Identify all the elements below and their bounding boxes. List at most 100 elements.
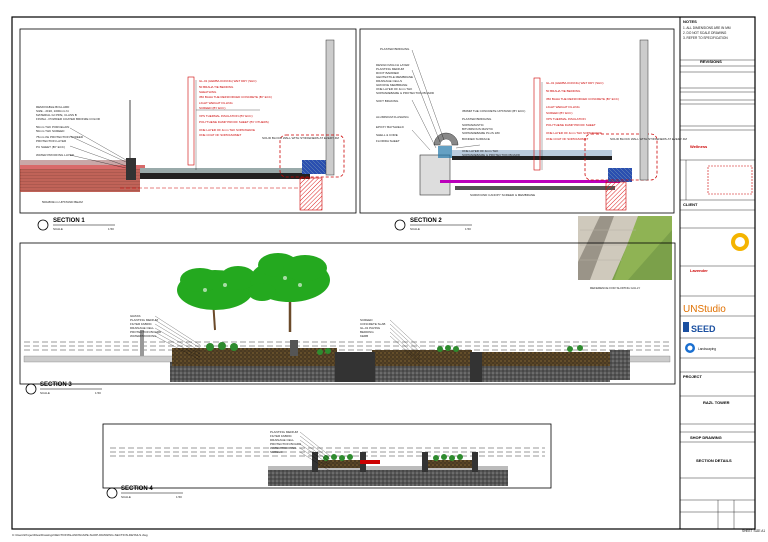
s2-note-0: PLASTER BRIDGING (380, 47, 410, 51)
s2-note-3: ROOT BARRIER (376, 71, 400, 75)
seed-logo-icon (683, 322, 689, 332)
section-3-title: SECTION 3 (40, 382, 72, 388)
tb-revision-head: REVISIONS (700, 59, 722, 64)
s3-note-0: GRASS (130, 314, 141, 318)
s1-callout-text: SOLID BLOCK WALL WITH STIFFENERS AT EVER… (262, 136, 339, 140)
s2-rnote-2: 350 BAHA THE REINFORCED CONCRETE (BY ECC… (546, 97, 619, 101)
tb-company-a: Wellness (690, 144, 708, 149)
s2-rnote-4: SCREED (BY ECC) (546, 111, 572, 115)
s1-note-0: REMOVABLE BOLLARD (36, 105, 70, 109)
section-2-callout-cloud (584, 133, 658, 181)
section-2-scale: 1:50 (465, 227, 471, 231)
s3-note-8: GL-01 PAVING (360, 326, 381, 330)
s2-note-8: SOPRAREBAME & PROTECTION BOARD (376, 91, 435, 95)
s1-rnote-8: ONE LAYER OF 4mm THK SOPRAWAVE (199, 128, 255, 132)
s4-note-4: WATERPROOFING (270, 446, 297, 450)
reference-photo: REFERENCE FOR SLOPING GULLY (578, 216, 672, 290)
tb-notes-head: NOTES (683, 19, 697, 24)
s2-mid-4: SOPRAREBAME PLUS 180 (462, 131, 500, 135)
s1-rnote-2: SHEATHING (199, 90, 217, 94)
s1-rnote-3: 350 BAHA THE REINFORCED CONCRETE (BY ECC… (199, 95, 272, 99)
section-3-marker (25, 383, 37, 395)
s2-note-5: DRAINAGE CELLS (376, 79, 402, 83)
s2-mid-3: BITUMINOUS MASTIC (462, 127, 494, 131)
s1-rnote-0: GL-01 (HERB/LOCKING) WET DRY (SHC) (199, 79, 257, 83)
s2-bottom-note: SURROUND CANOPY SCREED & MEMBRANE (470, 193, 535, 197)
s2-rnote-0: GL-01 (HERB/LOCKING) WET DRY (SHC) (546, 81, 604, 85)
s3-note-3: DRAINAGE CELL (130, 326, 154, 330)
s1-rnote-9: ONE COAT OF SOPRASOMET (199, 133, 242, 137)
s4-note-2: DRAINAGE CELL (270, 438, 294, 442)
footer-file-path: C:\Users\ProjectFiles\Drawings\SECTIONS\… (12, 533, 148, 537)
section-3-scale: 1:50 (95, 391, 101, 395)
section-3-scale-word: SCALE (40, 391, 50, 395)
tb-sheet-size: SHEET SIZE A1 (742, 529, 765, 533)
s4-note-0: PLANTING MEDIUM (270, 430, 299, 434)
s3-note-4: PROTECTION BOARD (130, 330, 162, 334)
s2-mid-2: SOPRAMASTIC (462, 123, 485, 127)
s2-note-2: PLANTING MEDIUM (376, 67, 405, 71)
s2-mid-5: BONDED SURFACE (462, 137, 490, 141)
section-2-panel: PLASTER BRIDGING DESIGN MULCH LAYER PLAN… (359, 28, 687, 231)
tb-client-head: CLIENT (683, 202, 698, 207)
s2-note-11: EPOXY BAYSHIELD (376, 125, 405, 129)
s3-note-1: PLANTING MEDIUM (130, 318, 159, 322)
s2-rnote-7: ONE LAYER OF 4mm THK SOPRAWAVE (546, 131, 602, 135)
reference-caption: REFERENCE FOR SLOPING GULLY (590, 286, 640, 290)
section-1-marker (37, 219, 49, 231)
s2-note-13: FLORIDA SHEET (376, 139, 400, 143)
s2-rnote-1: 50 BRAHA TIE BEDDING (546, 89, 581, 93)
tb-seed: SEED (691, 324, 716, 334)
tb-company-c: Landscaping (698, 347, 716, 351)
s2-callout-text: SOLID BLOCK WALL WITH STIFFENERS AT EVER… (610, 137, 687, 141)
s2-mid-7: SOPRAREBAME & PROTECTION BOARD (462, 153, 521, 157)
s2-mid-6: ONE LAYER OF 4mm THK (462, 149, 498, 153)
s1-note-4: 50mm THK PORCELAIN (36, 125, 69, 129)
s1-rnote-5: SCREED (BY ECC) (199, 106, 225, 110)
section-1-panel: REMOVABLE BOLLARD SIZE - 2190, 1000mm ht… (19, 28, 357, 231)
s2-note-7: ONE LAYER OF 4mm THK (376, 87, 412, 91)
s2-note-9: SOFT BRAKING (376, 99, 399, 103)
partner-logo-icon (685, 343, 695, 353)
section-4-marker (106, 487, 118, 499)
tb-consultant: UNStudio (683, 304, 726, 315)
tree-illustration (177, 253, 330, 332)
section-4-scale: 1:50 (176, 495, 182, 499)
tb-project-head: PROJECT (683, 374, 702, 379)
s3-note-2: FILTER FABRIC (130, 322, 153, 326)
s1-note-1: SIZE - 2190, 1000mm ht (36, 109, 69, 113)
tb-company-b: Lavender (690, 268, 708, 273)
s1-note-3: FINISH - POWDER COATED BRONZE COLOR (36, 117, 101, 121)
s3-note-10: KERB (360, 334, 368, 338)
tb-drawing-type: SHOP DRAWING (690, 435, 722, 440)
s3-note-5: WATERPROOFING (130, 334, 157, 338)
s2-note-4: GEOTEXTILE MEMBRANE (376, 75, 413, 79)
s2-note-10: ALUMINIUM FLASHING (376, 115, 409, 119)
s1-rnote-7: POLYTHENE DAMP PROOF SHEET (BY OTHERS) (199, 120, 269, 124)
s2-mid-0: 350MM THE CONCRETE UPSTAND (BY ECC) (462, 109, 525, 113)
tb-note-1: 2. DO NOT SCALE DRAWING (683, 31, 727, 35)
s1-rnote-4: LIGHT WEIGHT FILLING (199, 101, 233, 105)
s1-rnote-1: 50 BRAHA TIE BEDDING (199, 85, 234, 89)
section-2-title: SECTION 2 (410, 218, 442, 224)
client-logo-icon (731, 233, 749, 251)
s1-note-7: PROTECTION LAYER (36, 139, 67, 143)
section-1-scale: 1:50 (108, 227, 114, 231)
section-4-scale-word: SCALE (121, 495, 131, 499)
s2-note-1: DESIGN MULCH LAYER (376, 63, 410, 67)
section-1-scale-word: SCALE (53, 227, 63, 231)
section-2-marker (394, 219, 406, 231)
s2-note-12: SHELL & CORE (376, 133, 398, 137)
s1-note-6: 75mm thk PROTECTION SCREED (36, 135, 84, 139)
section-4-title: SECTION 4 (121, 486, 153, 492)
tb-project: RAZL TOWER (703, 400, 730, 405)
s1-note-8: PU SHEET (BY ECC) (36, 145, 65, 149)
title-block: NOTES 1. ALL DIMENSIONS ARE IN MM 2. DO … (680, 19, 765, 533)
tb-drawing-title: SECTION DETAILS (696, 458, 732, 463)
section-2-scale-word: SCALE (410, 227, 420, 231)
s2-mid-1: PLASTER BRIDGING (462, 117, 492, 121)
section-4-panel: PLANTING MEDIUM FILTER FABRIC DRAINAGE C… (102, 423, 552, 499)
s4-note-1: FILTER FABRIC (270, 434, 293, 438)
s1-note-10: 500x800mm UPSTAND BEAM (42, 200, 83, 204)
